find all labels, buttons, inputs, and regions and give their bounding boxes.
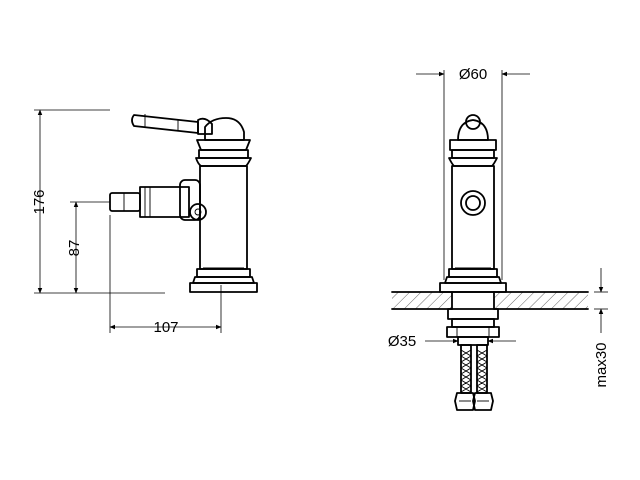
front-view: Ø60 Ø35 max30: [388, 66, 610, 411]
side-view: 176 87 107: [31, 109, 258, 336]
lever-knob-front: [448, 114, 498, 167]
bidet-spout: [109, 179, 201, 221]
mounting-deck: [391, 291, 589, 310]
lever-handle: [131, 114, 213, 135]
swivel-knob: [189, 203, 207, 221]
faucet-body-front: [439, 165, 507, 293]
dim-spout-height: 87: [66, 240, 83, 257]
dim-body-diameter: Ø60: [459, 66, 487, 83]
faucet-body: [196, 165, 251, 278]
faucet-base: [189, 276, 258, 293]
mounting-nut: [446, 308, 500, 346]
cartridge-cap: [195, 117, 252, 167]
dim-height-total: 176: [31, 189, 48, 214]
dim-spout-reach: 107: [153, 319, 178, 336]
flexible-hoses: [454, 344, 494, 411]
dim-hole-diameter: Ø35: [388, 333, 416, 350]
dim-deck-thickness: max30: [593, 342, 610, 387]
